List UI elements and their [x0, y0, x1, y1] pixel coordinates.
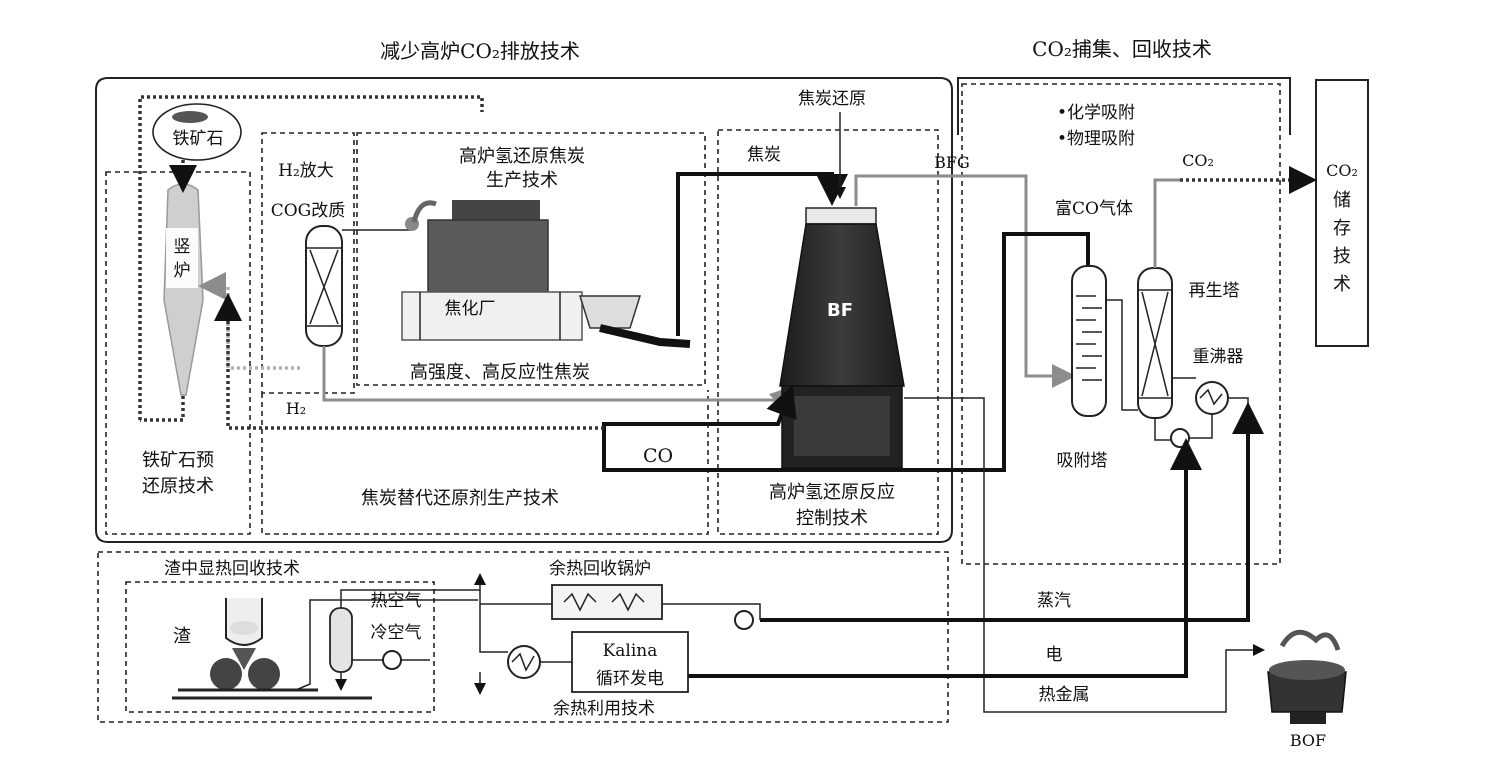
rich-co-line	[1036, 232, 1090, 266]
co-recycle-line	[602, 232, 1036, 472]
bf-control-label-2: 控制技术	[796, 508, 868, 529]
bf-top	[805, 207, 877, 225]
cold-air-label: 冷空气	[371, 623, 422, 643]
waste-heat-zone	[97, 551, 949, 723]
slag-roller-right	[248, 658, 280, 690]
regen-tower-label: 再生塔	[1189, 281, 1240, 301]
waste-boiler-label: 余热回收锅炉	[549, 559, 651, 579]
power-line	[688, 438, 1202, 678]
co2-capture-boundary	[957, 77, 1291, 135]
slag-heat-zone	[125, 581, 435, 713]
coke-substitute-zone	[261, 390, 709, 535]
coke-oven-roof	[452, 200, 540, 220]
hot-air-label: 热空气	[371, 591, 422, 611]
ore-recycle-line	[138, 95, 484, 420]
waste-use-label: 余热利用技术	[553, 699, 655, 719]
co2-storage-box	[1315, 79, 1369, 347]
h2-coke-zone	[356, 132, 706, 386]
co2-capture-zone	[961, 83, 1281, 565]
reduce-co2-boundary	[95, 77, 953, 543]
heat-exchanger-column	[329, 607, 353, 673]
kalina-box	[571, 631, 689, 693]
h2-to-shaft	[198, 272, 300, 370]
co2-storage-label-1: CO₂	[1326, 161, 1358, 180]
co2-storage-label-4: 技	[1333, 246, 1351, 267]
hot-metal-line	[904, 397, 1265, 713]
slag-roller-left	[210, 658, 242, 690]
high-coke-label: 高强度、高反应性焦炭	[410, 362, 590, 383]
h2-dotted-line	[214, 293, 604, 430]
shaft-furnace-label-2: 炉	[174, 261, 191, 281]
h2-amplify-label: H₂放大	[278, 161, 334, 181]
coke-substitute-label: 焦炭替代还原剂生产技术	[361, 488, 559, 509]
slag-heat-label: 渣中显热回收技术	[164, 559, 300, 579]
iron-ore-pile	[172, 111, 208, 123]
coke-label: 焦炭	[747, 145, 781, 165]
coke-conveyor	[676, 172, 848, 336]
bfg-line	[854, 174, 1076, 388]
co2-storage-label-3: 存	[1333, 218, 1351, 239]
ore-prered-label-2: 还原技术	[142, 476, 214, 497]
coke-reduction-label: 焦炭还原	[798, 89, 866, 109]
boiler-pump	[734, 610, 754, 630]
kalina-label-2: 循环发电	[596, 669, 664, 689]
h2-label: H₂	[286, 399, 306, 418]
kalina-label-1: Kalina	[603, 641, 658, 661]
h2-coke-label-1: 高炉氢还原焦炭	[459, 146, 585, 167]
title-co2-capture: CO₂捕集、回收技术	[1032, 37, 1212, 61]
coking-plant-label: 焦化厂	[445, 299, 496, 319]
waste-heat-boiler	[551, 584, 663, 620]
ore-out-line	[140, 396, 185, 422]
h2-cog-zone	[261, 132, 355, 394]
cog-reform-label: COG改质	[271, 201, 346, 221]
h2-coke-label-2: 生产技术	[486, 170, 558, 191]
bf-control-zone	[717, 129, 939, 535]
chem-ads-label: •化学吸附	[1057, 103, 1135, 123]
air-blower	[382, 650, 402, 670]
co2-storage-label-5: 术	[1333, 274, 1351, 295]
adsorption-tower	[1071, 265, 1107, 417]
blast-furnace	[779, 223, 905, 387]
tower-link	[1106, 299, 1138, 411]
co2-out-label: CO₂	[1182, 151, 1214, 170]
bfg-label: BFG	[934, 153, 970, 172]
shaft-furnace-label-1: 竖	[174, 237, 191, 257]
coke-cart	[578, 295, 642, 329]
ore-prered-label-1: 铁矿石预	[142, 450, 214, 471]
co-label: CO	[643, 445, 673, 467]
reboiler-label: 重沸器	[1193, 347, 1244, 367]
shaft-furnace	[163, 183, 204, 396]
bf-label: BF	[827, 300, 853, 321]
ads-tower-label: 吸附塔	[1057, 451, 1108, 471]
rich-co-label: 富CO气体	[1055, 199, 1133, 219]
circulation-pump	[1170, 428, 1190, 448]
steam-line	[760, 402, 1264, 622]
bof-label: BOF	[1290, 731, 1326, 750]
title-reduce-co2: 减少高炉CO₂排放技术	[380, 39, 580, 63]
electricity-label: 电	[1046, 645, 1063, 665]
slag-label: 渣	[173, 626, 191, 647]
iron-ore-label: 铁矿石	[173, 129, 224, 149]
boiler-feed	[480, 576, 552, 605]
co2-storage-label-2: 储	[1333, 190, 1351, 211]
hot-metal-label: 热金属	[1039, 685, 1090, 705]
bf-control-label-1: 高炉氢还原反应	[769, 482, 895, 503]
phys-ads-label: •物理吸附	[1057, 129, 1135, 149]
steam-label: 蒸汽	[1037, 591, 1071, 611]
co2-out-line	[1153, 178, 1180, 268]
